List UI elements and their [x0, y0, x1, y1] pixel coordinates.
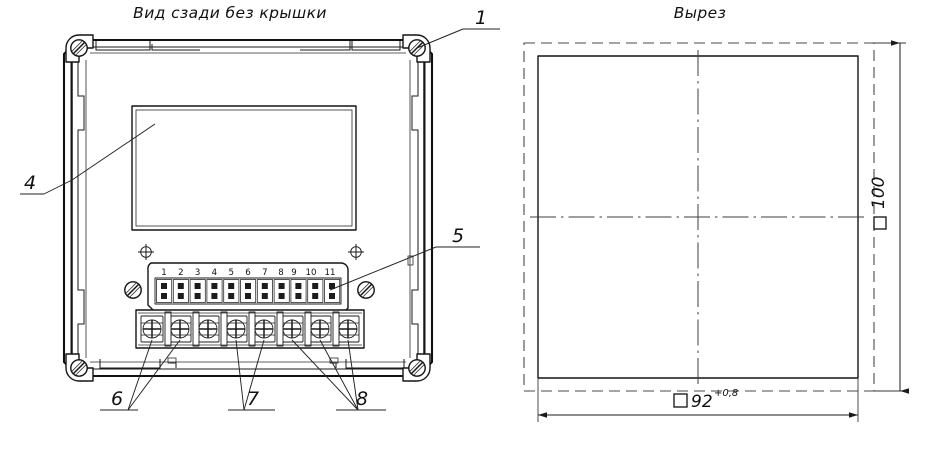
pin-label-11: 11: [325, 268, 336, 278]
device-rear-view: 1 2 3 4 5 6 7 8 9 10 11: [62, 34, 434, 382]
terminal-screw-1: [140, 315, 164, 343]
corner-screw-bottom-left: [65, 353, 94, 382]
terminal-screw-5: [252, 315, 276, 343]
terminal-screw-3: [196, 315, 220, 343]
display-window: [131, 105, 357, 231]
pin-label-4: 4: [212, 268, 217, 278]
dimension-vertical-value: 100: [869, 177, 889, 209]
pin-connector-contacts: [161, 283, 335, 299]
pin-connector-cells: [156, 279, 341, 303]
side-screw-right: [357, 281, 375, 299]
terminal-screw-7: [308, 315, 332, 343]
pin-label-1: 1: [161, 268, 166, 278]
pin-label-7: 7: [262, 268, 267, 278]
pin-label-8: 8: [278, 268, 283, 278]
square-symbol-vertical: [873, 216, 887, 230]
callout-4: 4: [24, 172, 36, 194]
cutout-view: 100 92 +0,8: [523, 40, 909, 422]
terminal-dividers: [164, 311, 340, 347]
terminal-screw-6: [280, 315, 304, 343]
callout-6: 6: [111, 388, 123, 410]
dimension-horizontal-tolerance: +0,8: [714, 388, 738, 399]
callout-leaders: [20, 28, 500, 411]
alignment-mark-right: [347, 243, 365, 261]
callout-1: 1: [475, 7, 487, 29]
alignment-mark-left: [137, 243, 155, 261]
callout-7: 7: [247, 388, 259, 410]
dimension-vertical-100: 100: [869, 40, 909, 394]
pin-label-3: 3: [195, 268, 200, 278]
pin-label-10: 10: [306, 268, 317, 278]
corner-screw-bottom-right: [402, 353, 431, 382]
right-view-title: Вырез: [674, 4, 727, 22]
pin-label-5: 5: [228, 268, 233, 278]
terminal-block: [135, 309, 365, 349]
left-view-title: Вид сзади без крышки: [133, 4, 327, 22]
pin-connector-body: [154, 277, 342, 305]
square-symbol-horizontal: [673, 393, 688, 408]
callout-8: 8: [356, 388, 368, 410]
bottom-rail-detail: [90, 357, 406, 369]
terminal-screw-2: [168, 315, 192, 343]
corner-screw-top-left: [65, 34, 94, 63]
right-side-rail: [407, 60, 425, 358]
pin-label-9: 9: [291, 268, 296, 278]
cutout-envelope-dashed: [523, 42, 875, 392]
terminal-screw-4: [224, 315, 248, 343]
top-rail-detail: [90, 41, 406, 54]
terminal-screw-8: [336, 315, 360, 343]
side-screw-left: [124, 281, 142, 299]
pin-connector: 1 2 3 4 5 6 7 8 9 10 11: [147, 262, 349, 313]
dimension-horizontal-value: 92: [691, 392, 713, 412]
left-side-rail: [71, 60, 87, 358]
corner-screw-top-right: [402, 34, 431, 63]
pin-label-6: 6: [245, 268, 250, 278]
pin-label-2: 2: [178, 268, 183, 278]
callout-5: 5: [452, 225, 464, 247]
pin-number-labels: 1 2 3 4 5 6 7 8 9 10 11: [161, 268, 335, 278]
dimension-horizontal-92: 92 +0,8: [537, 378, 859, 422]
